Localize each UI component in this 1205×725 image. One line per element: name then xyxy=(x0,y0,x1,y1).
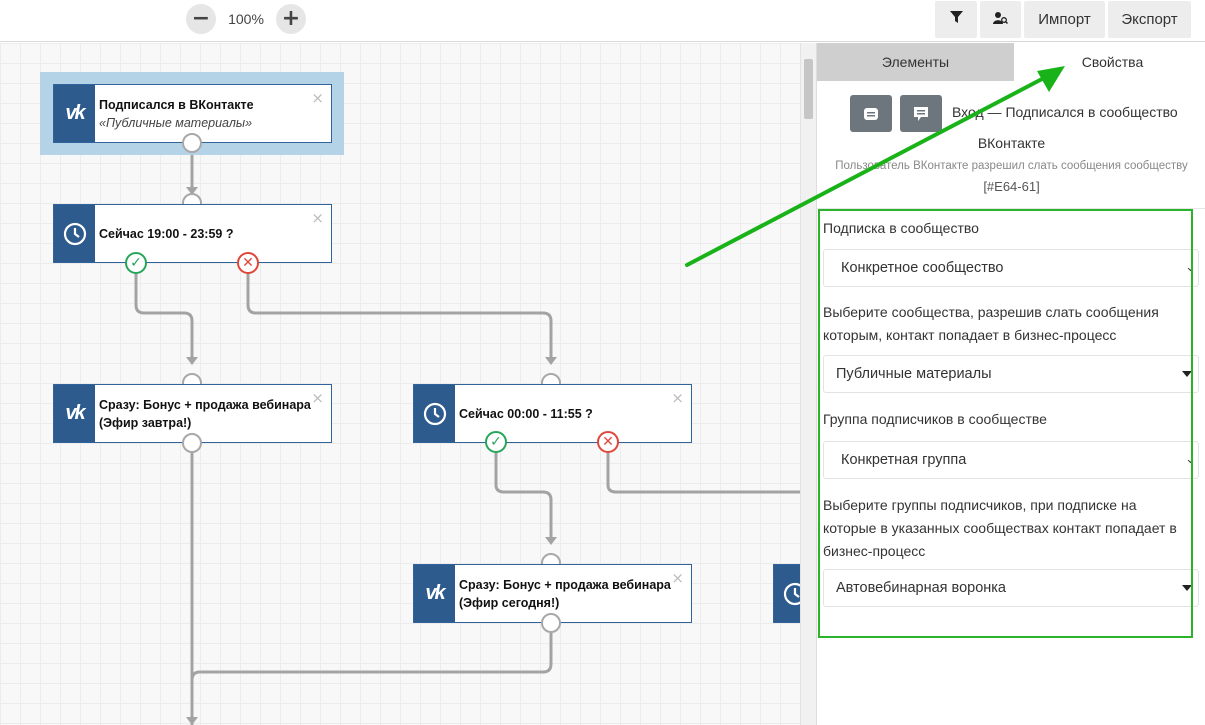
link-n2-yes xyxy=(134,274,194,363)
user-search-button[interactable] xyxy=(980,1,1021,38)
chevron-down-icon: ⌄ xyxy=(1185,260,1196,275)
filter-button[interactable] xyxy=(935,1,977,38)
flow-node-time-check-2[interactable]: Сейчас 00:00 - 11:55 ? × xyxy=(413,384,692,443)
check-icon: ✓ xyxy=(490,434,502,450)
arrowhead xyxy=(186,357,198,365)
node-title: Сейчас 19:00 - 23:59 ? xyxy=(99,227,234,241)
link-n4-no xyxy=(606,453,800,494)
select-value: Автовебинарная воронка xyxy=(836,580,1006,596)
select-subscriber-group[interactable]: Конкретная группа ⌄ xyxy=(823,441,1199,479)
vk-icon: vk xyxy=(414,565,455,622)
vk-icon: vk xyxy=(54,85,95,142)
link-n4-yes xyxy=(494,453,553,543)
caret-down-icon xyxy=(1182,585,1192,591)
close-icon[interactable]: × xyxy=(311,89,324,107)
element-description: Пользователь ВКонтакте разрешил слать со… xyxy=(835,160,1188,172)
select-value: Публичные материалы xyxy=(836,366,992,382)
flow-node-time-check-1[interactable]: Сейчас 19:00 - 23:59 ? × xyxy=(53,204,332,263)
x-icon: ✕ xyxy=(242,255,254,271)
node-title: Подписался в ВКонтакте xyxy=(99,98,254,112)
element-id: [#E64-61] xyxy=(983,179,1040,194)
caret-down-icon xyxy=(1182,371,1192,377)
element-title-line2: ВКонтакте xyxy=(977,135,1046,151)
arrowhead xyxy=(545,357,557,365)
comment-button[interactable] xyxy=(900,95,942,132)
tab-elements[interactable]: Элементы xyxy=(817,43,1014,81)
filter-icon xyxy=(949,11,963,23)
output-port[interactable] xyxy=(182,433,202,453)
tab-properties[interactable]: Свойства xyxy=(1014,43,1205,81)
yes-port[interactable]: ✓ xyxy=(485,431,507,453)
message-icon xyxy=(864,107,878,120)
yes-port[interactable]: ✓ xyxy=(125,252,147,274)
arrowhead xyxy=(186,717,198,725)
check-icon: ✓ xyxy=(130,255,142,271)
clock-icon xyxy=(414,385,455,442)
field-label-groups: Выберите группы подписчиков, при подписк… xyxy=(823,497,1177,559)
node-title: Сразу: Бонус + продажа вебинара (Эфир се… xyxy=(459,578,671,610)
connection-lines xyxy=(134,153,800,725)
flow-node-message-today[interactable]: vk Сразу: Бонус + продажа вебинара (Эфир… xyxy=(413,564,692,623)
select-communities[interactable]: Публичные материалы xyxy=(823,355,1199,393)
import-button[interactable]: Импорт xyxy=(1024,1,1105,38)
field-label-subscriber-group: Группа подписчиков в сообществе xyxy=(823,411,1047,427)
element-title-line1: Вход — Подписался в сообщество xyxy=(952,104,1178,120)
output-port[interactable] xyxy=(182,133,202,153)
select-value: Конкретная группа xyxy=(841,452,967,468)
chevron-down-icon: ⌄ xyxy=(1185,452,1196,467)
minus-icon: − xyxy=(191,6,211,31)
user-search-icon xyxy=(993,11,1009,24)
close-icon[interactable]: × xyxy=(311,389,324,407)
flow-canvas[interactable]: vk Подписался в ВКонтакте «Публичные мат… xyxy=(0,43,800,725)
zoom-in-button[interactable]: + xyxy=(276,4,306,34)
node-title: Сейчас 00:00 - 11:55 ? xyxy=(459,407,593,421)
node-subtitle: «Публичные материалы» xyxy=(99,116,253,130)
canvas-scrollbar[interactable] xyxy=(800,43,816,725)
highlight-frame xyxy=(818,209,1193,638)
node-title: Сразу: Бонус + продажа вебинара (Эфир за… xyxy=(99,398,311,430)
zoom-level: 100% xyxy=(228,11,264,27)
comment-icon xyxy=(914,106,928,121)
export-button[interactable]: Экспорт xyxy=(1108,1,1191,38)
link-n5-down xyxy=(190,633,553,725)
link-n2-no xyxy=(246,274,553,363)
x-icon: ✕ xyxy=(602,434,614,450)
scrollbar-thumb[interactable] xyxy=(804,59,813,119)
select-groups[interactable]: Автовебинарная воронка xyxy=(823,569,1199,607)
no-port[interactable]: ✕ xyxy=(237,252,259,274)
arrowhead xyxy=(186,187,198,195)
clock-icon xyxy=(774,565,800,622)
message-button[interactable] xyxy=(850,95,892,132)
clock-icon xyxy=(54,205,95,262)
close-icon[interactable]: × xyxy=(671,569,684,587)
no-port[interactable]: ✕ xyxy=(597,431,619,453)
zoom-out-button[interactable]: − xyxy=(186,4,216,34)
close-icon[interactable]: × xyxy=(311,209,324,227)
plus-icon: + xyxy=(281,6,301,31)
output-port[interactable] xyxy=(541,613,561,633)
close-icon[interactable]: × xyxy=(671,389,684,407)
arrowhead xyxy=(545,537,557,545)
flow-node-partial[interactable] xyxy=(773,564,800,623)
vk-icon: vk xyxy=(54,385,95,442)
toolbar: − 100% + Импорт Экспорт xyxy=(0,0,1205,42)
field-label-communities: Выберите сообщества, разрешив слать сооб… xyxy=(823,304,1159,343)
